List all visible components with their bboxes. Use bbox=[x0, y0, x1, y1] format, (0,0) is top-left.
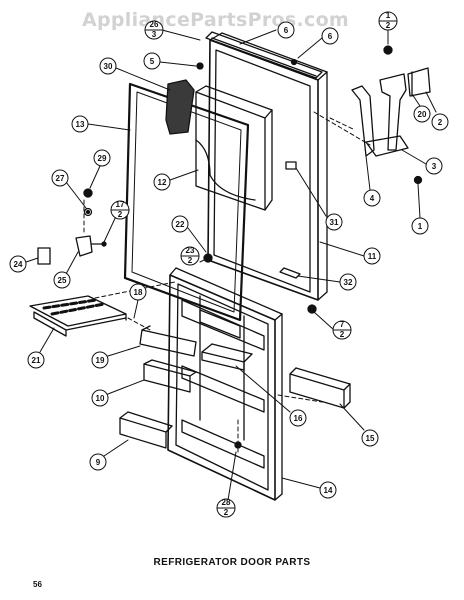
callout-30: 30 bbox=[99, 57, 171, 91]
callout-25-label: 25 bbox=[58, 276, 67, 285]
door-bin-small bbox=[143, 359, 197, 393]
callout-23-2: 23 2 bbox=[180, 246, 209, 266]
hinge-bracket-lower bbox=[351, 85, 409, 157]
callout-32-label: 32 bbox=[344, 278, 353, 287]
callout-12-label: 12 bbox=[158, 178, 167, 187]
callout-5-label: 5 bbox=[150, 57, 155, 66]
top-cap-strip bbox=[205, 31, 323, 79]
callout-1-2-top: 1 bbox=[386, 11, 391, 20]
callout-28-2-top: 28 bbox=[222, 498, 231, 507]
callout-16: 16 bbox=[235, 365, 307, 427]
callout-20-label: 20 bbox=[418, 110, 427, 119]
callout-26-3-bottom: 3 bbox=[152, 30, 157, 39]
callout-5: 5 bbox=[143, 52, 197, 70]
callout-1-2-bottom: 2 bbox=[386, 21, 391, 30]
shelf-retainer-bar bbox=[139, 325, 197, 357]
callout-25: 25 bbox=[53, 251, 79, 289]
callout-3-label: 3 bbox=[432, 162, 437, 171]
callout-18: 18 bbox=[129, 283, 147, 319]
callout-23-2-bottom: 2 bbox=[188, 256, 193, 265]
callout-15-label: 15 bbox=[366, 434, 375, 443]
diagram-caption: REFRIGERATOR DOOR PARTS bbox=[153, 557, 311, 568]
callout-1-label: 1 bbox=[418, 222, 423, 231]
callout-12: 12 bbox=[153, 169, 199, 191]
callout-24-label: 24 bbox=[14, 260, 23, 269]
callout-20: 20 bbox=[411, 93, 431, 123]
hinge-bracket-upper bbox=[379, 67, 431, 151]
callout-22-label: 22 bbox=[176, 220, 185, 229]
callout-27: 27 bbox=[51, 169, 87, 209]
fresh-food-door bbox=[167, 267, 283, 501]
insulation-block bbox=[165, 79, 195, 135]
callout-1: 1 bbox=[411, 183, 429, 235]
callout-6b-label: 6 bbox=[328, 32, 333, 41]
freezer-door-liner bbox=[195, 85, 273, 211]
leader-lines bbox=[83, 111, 371, 456]
callout-6b: 6 bbox=[297, 27, 339, 59]
callout-14: 14 bbox=[281, 477, 337, 499]
callout-7-2-top: 7 bbox=[340, 320, 345, 329]
callout-29: 29 bbox=[89, 149, 111, 189]
callout-10: 10 bbox=[91, 379, 145, 407]
callout-6a-label: 6 bbox=[284, 26, 289, 35]
callout-31-label: 31 bbox=[330, 218, 339, 227]
callout-14-label: 14 bbox=[324, 486, 333, 495]
callout-32: 32 bbox=[297, 273, 357, 291]
callout-31: 31 bbox=[295, 167, 343, 231]
callout-6a: 6 bbox=[239, 21, 295, 45]
callout-3: 3 bbox=[401, 149, 443, 175]
callout-2: 2 bbox=[425, 91, 449, 131]
callout-19: 19 bbox=[91, 345, 141, 369]
callout-18-label: 18 bbox=[134, 288, 143, 297]
callout-2-label: 2 bbox=[438, 118, 443, 127]
callout-7-2-bottom: 2 bbox=[340, 330, 345, 339]
callout-19-label: 19 bbox=[96, 356, 105, 365]
door-stop-hardware bbox=[37, 188, 107, 265]
callout-29-label: 29 bbox=[98, 154, 107, 163]
callout-13: 13 bbox=[71, 115, 131, 133]
page-number: 56 bbox=[33, 580, 42, 589]
door-bin-large bbox=[119, 411, 173, 449]
callout-15: 15 bbox=[339, 403, 379, 447]
callout-28-2: 28 2 bbox=[216, 451, 237, 518]
callout-11-label: 11 bbox=[368, 252, 377, 261]
callout-30-label: 30 bbox=[104, 62, 113, 71]
callout-13-label: 13 bbox=[76, 120, 85, 129]
freezer-door-panel bbox=[207, 32, 328, 301]
dairy-shelf bbox=[29, 295, 127, 337]
door-screws bbox=[196, 58, 317, 314]
callout-27-label: 27 bbox=[56, 174, 65, 183]
callout-16-label: 16 bbox=[294, 414, 303, 423]
callout-1-2: 1 2 bbox=[378, 11, 398, 45]
callout-17-2: 17 2 bbox=[103, 200, 130, 243]
callout-28-2-bottom: 2 bbox=[224, 508, 229, 517]
callout-11: 11 bbox=[319, 241, 381, 265]
callout-23-2-top: 23 bbox=[186, 246, 195, 255]
callout-26-3-top: 26 bbox=[150, 20, 159, 29]
door-shelf bbox=[201, 343, 253, 371]
callout-21: 21 bbox=[27, 327, 55, 369]
callout-10-label: 10 bbox=[96, 394, 105, 403]
callout-9: 9 bbox=[89, 439, 129, 471]
callout-26-3: 26 3 bbox=[144, 20, 201, 41]
callout-7-2: 7 2 bbox=[313, 311, 352, 340]
callout-group: 26 3 6 1 2 30 5 bbox=[9, 11, 449, 518]
callout-4: 4 bbox=[363, 155, 381, 207]
callout-17-2-bottom: 2 bbox=[118, 210, 123, 219]
callout-4-label: 4 bbox=[370, 194, 375, 203]
bottom-screw bbox=[234, 441, 242, 449]
callout-22: 22 bbox=[171, 215, 207, 253]
callout-17-2-top: 17 bbox=[116, 200, 125, 209]
callout-24: 24 bbox=[9, 255, 39, 273]
callout-21-label: 21 bbox=[32, 356, 41, 365]
callout-9-label: 9 bbox=[96, 458, 101, 467]
